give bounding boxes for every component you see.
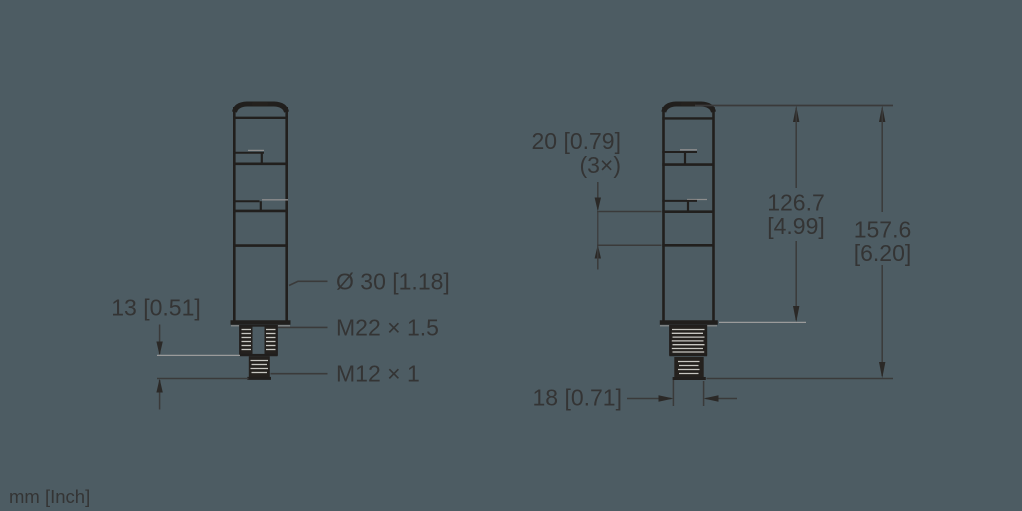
label-diameter: Ø 30 [1.18] — [336, 269, 450, 295]
dim-label-connector-width: 18 [0.71] — [532, 385, 622, 411]
dim-label-body-height-inch: [4.99] — [767, 213, 825, 239]
dim-label-module-height: 20 [0.79] — [531, 128, 621, 154]
dimension-13 — [156, 324, 249, 410]
left-view-tower: 13 [0.51] Ø 30 [1.18] M22 × 1.5 M12 × 1 — [111, 101, 450, 410]
dimension-20-3x — [594, 182, 662, 270]
dim-label-connector-length: 13 [0.51] — [111, 295, 201, 321]
cap-seam — [681, 102, 696, 106]
m22-thread — [669, 324, 708, 357]
m22-thread — [239, 324, 278, 357]
leader-diameter — [288, 280, 328, 287]
dim-label-total-height-mm: 157.6 — [854, 217, 912, 243]
dim-label-total-height-inch: [6.20] — [854, 240, 912, 266]
dim-label-module-count: (3×) — [579, 152, 621, 178]
cap-seam — [252, 102, 268, 106]
module-seam-2 — [662, 198, 715, 213]
dim-label-body-height-mm: 126.7 — [767, 190, 825, 216]
right-view-tower: 20 [0.79] (3×) 126.7 [4.99] 157.6 [6.20]… — [531, 101, 912, 411]
dimension-157-6 — [706, 105, 893, 380]
module-seam-1 — [233, 149, 288, 166]
units-label: mm [Inch] — [9, 486, 90, 507]
label-thread-m12: M12 × 1 — [336, 361, 420, 387]
dimension-18 — [627, 380, 737, 406]
module-seam-1 — [662, 149, 715, 166]
m12-connector — [247, 356, 271, 380]
module-seam-2 — [233, 199, 288, 213]
m12-connector — [672, 357, 706, 380]
label-thread-m22: M22 × 1.5 — [336, 315, 439, 341]
dimension-126-7 — [719, 105, 806, 324]
